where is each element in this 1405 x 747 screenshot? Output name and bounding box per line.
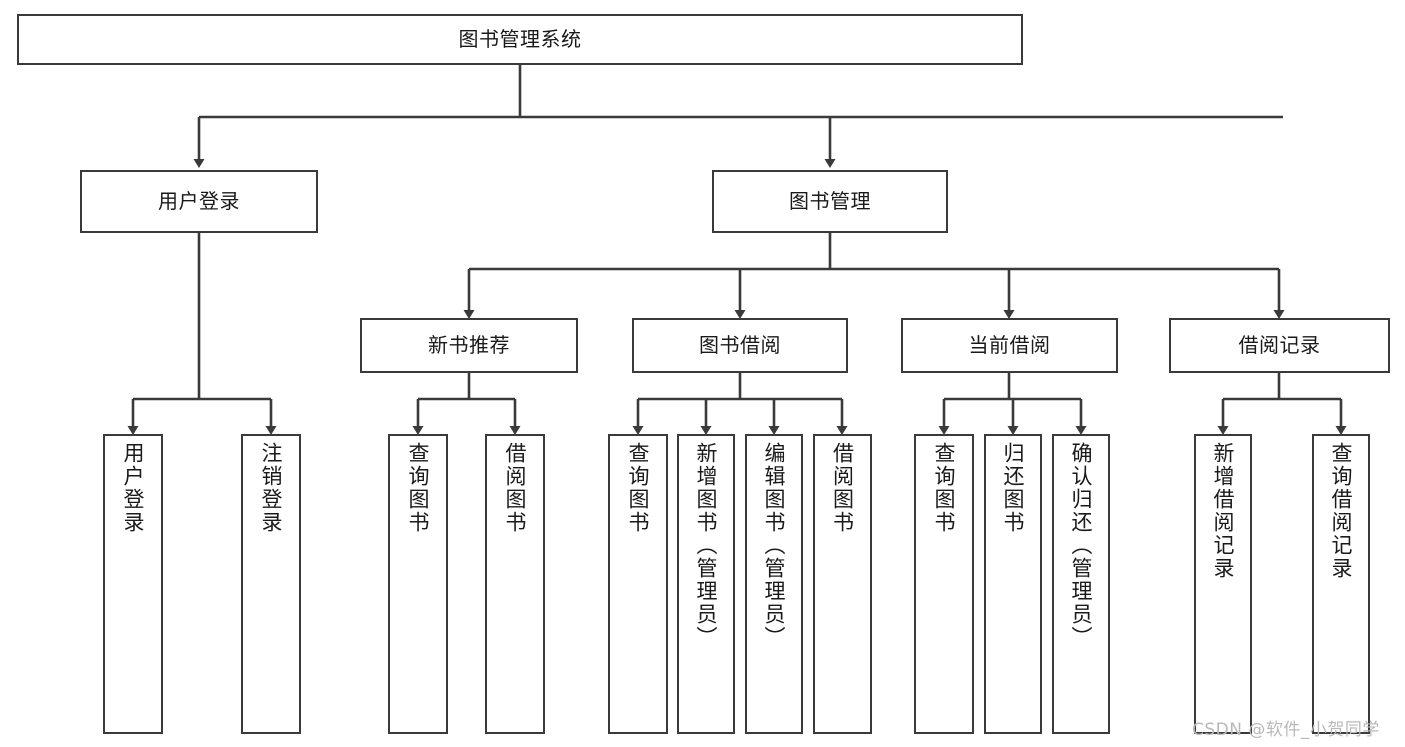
- node-label: 查询借阅记录: [1329, 442, 1354, 580]
- node-label: 新增图书（管理员）: [694, 442, 719, 649]
- node-new-book-recommend[interactable]: 新书推荐: [360, 318, 578, 373]
- leaf-query-book-borrow[interactable]: 查询图书: [608, 434, 668, 734]
- node-label: 查询图书: [406, 442, 431, 534]
- node-root-system[interactable]: 图书管理系统: [17, 14, 1023, 65]
- node-label: 新书推荐: [428, 333, 510, 358]
- leaf-edit-book[interactable]: 编辑图书（管理员）: [745, 434, 803, 734]
- node-label: 用户登录: [121, 442, 146, 534]
- node-label: 图书管理: [789, 189, 871, 214]
- leaf-borrow-book-recommend[interactable]: 借阅图书: [485, 434, 545, 734]
- node-label: 查询图书: [932, 442, 957, 534]
- leaf-user-login[interactable]: 用户登录: [103, 434, 163, 734]
- leaf-query-book-recommend[interactable]: 查询图书: [388, 434, 448, 734]
- node-label: 当前借阅: [968, 333, 1051, 358]
- leaf-query-book-current[interactable]: 查询图书: [914, 434, 974, 734]
- leaf-borrow-book[interactable]: 借阅图书: [813, 434, 872, 734]
- node-label: 新增借阅记录: [1211, 442, 1236, 580]
- node-label: 图书借阅: [699, 333, 781, 358]
- leaf-logout-login[interactable]: 注销登录: [241, 434, 301, 734]
- leaf-add-book[interactable]: 新增图书（管理员）: [677, 434, 735, 734]
- leaf-confirm-return[interactable]: 确认归还（管理员）: [1052, 434, 1110, 734]
- node-book-manage[interactable]: 图书管理: [712, 170, 948, 233]
- node-label: 查询图书: [626, 442, 651, 534]
- node-label: 确认归还（管理员）: [1069, 442, 1094, 649]
- leaf-query-borrow-record[interactable]: 查询借阅记录: [1312, 434, 1370, 734]
- node-label: 借阅记录: [1238, 333, 1321, 358]
- node-label: 借阅图书: [830, 442, 855, 534]
- node-user-login[interactable]: 用户登录: [80, 170, 318, 233]
- csdn-watermark: CSDN @软件_小贺同学: [1192, 720, 1380, 740]
- node-label: 注销登录: [259, 442, 284, 534]
- node-label: 借阅图书: [503, 442, 528, 534]
- node-book-borrow[interactable]: 图书借阅: [632, 318, 848, 373]
- node-label: 图书管理系统: [458, 27, 582, 52]
- node-current-borrow[interactable]: 当前借阅: [901, 318, 1118, 373]
- node-label: 归还图书: [1001, 442, 1026, 534]
- node-borrow-record[interactable]: 借阅记录: [1169, 318, 1390, 373]
- leaf-return-book[interactable]: 归还图书: [984, 434, 1042, 734]
- leaf-add-borrow-record[interactable]: 新增借阅记录: [1194, 434, 1252, 734]
- node-label: 编辑图书（管理员）: [762, 442, 787, 649]
- node-label: 用户登录: [158, 189, 240, 214]
